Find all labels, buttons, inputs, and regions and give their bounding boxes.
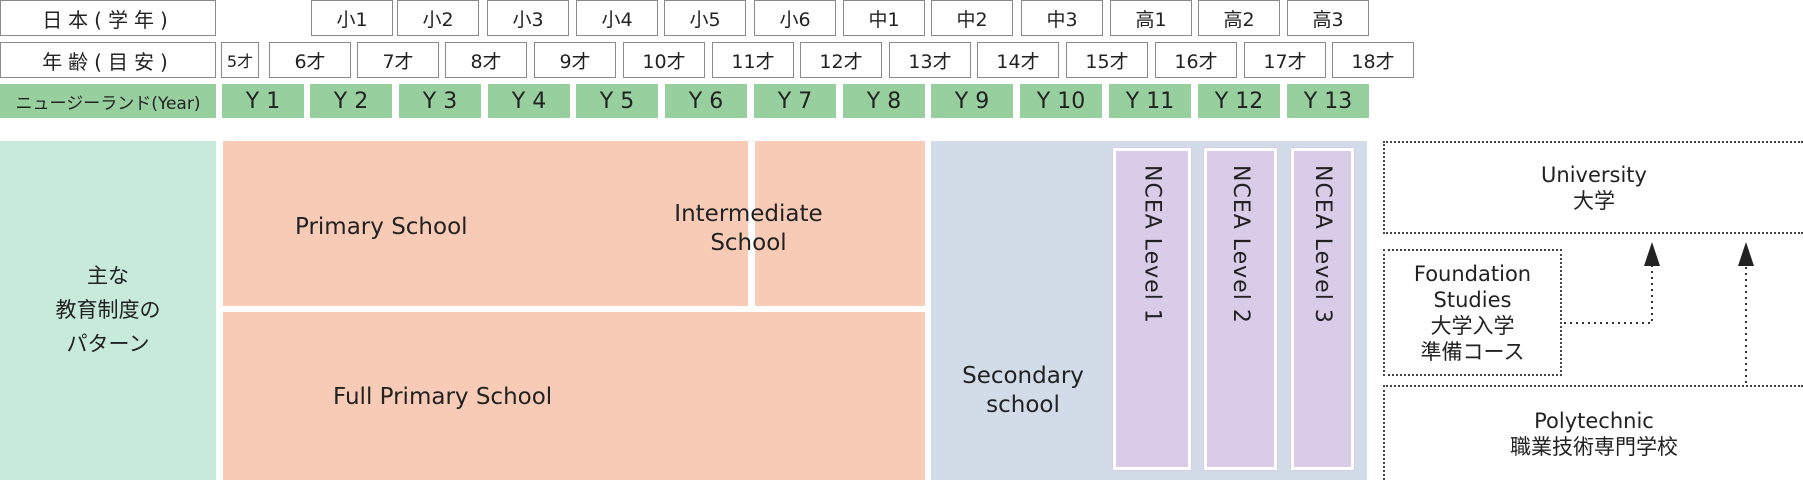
- pattern-label-block: 主な 教育制度の パターン: [0, 141, 216, 480]
- ncea-level-2-bar: NCEA Level 2: [1203, 147, 1278, 471]
- pattern-label-line-2: 教育制度の: [55, 298, 161, 322]
- intermediate-school-line-1: Intermediate: [674, 201, 823, 227]
- foundation-line-2: Studies: [1433, 287, 1512, 312]
- intermediate-school-line-2: School: [710, 230, 787, 256]
- primary-school-label: Primary School: [295, 214, 468, 240]
- ncea-level-3-bar: NCEA Level 3: [1290, 147, 1355, 471]
- age-cell: 18才: [1332, 42, 1414, 78]
- age-cell: 6才: [269, 42, 351, 78]
- university-line-1: University: [1541, 162, 1647, 187]
- grade-cell: 中2: [931, 0, 1013, 36]
- nz-year-cell: Y 5: [576, 84, 658, 118]
- grade-cell: 小5: [664, 0, 746, 36]
- grade-cell: 高1: [1110, 0, 1192, 36]
- intermediate-school-label: Intermediate School: [660, 200, 837, 258]
- grade-cell: 中3: [1021, 0, 1103, 36]
- intermediate-school-block: [755, 141, 925, 306]
- foundation-studies-box: Foundation Studies 大学入学 準備コース: [1383, 249, 1562, 376]
- nz-year-cell: Y 13: [1287, 84, 1369, 118]
- grade-cell: 小4: [576, 0, 658, 36]
- pattern-label-line-1: 主な: [87, 264, 129, 288]
- nz-year-cell: Y 4: [488, 84, 570, 118]
- secondary-school-line-2: school: [986, 392, 1060, 418]
- pattern-label-line-3: パターン: [66, 332, 150, 356]
- foundation-arrow-head-icon: [1644, 242, 1660, 266]
- nz-year-cell: Y 8: [843, 84, 925, 118]
- polytechnic-box: Polytechnic 職業技術専門学校: [1383, 385, 1803, 480]
- nz-year-cell: Y 3: [399, 84, 481, 118]
- polytechnic-arrow-head-icon: [1738, 242, 1754, 266]
- grade-cell: 小2: [397, 0, 479, 36]
- grade-cell: 高2: [1198, 0, 1280, 36]
- foundation-to-university-path: [1564, 260, 1653, 324]
- nz-year-row-label: ニュージーランド(Year): [0, 84, 216, 118]
- foundation-line-1: Foundation: [1413, 261, 1532, 286]
- age-cell: 11才: [712, 42, 794, 78]
- secondary-school-line-1: Secondary: [962, 363, 1084, 389]
- foundation-line-3: 大学入学: [1430, 313, 1515, 338]
- ncea-level-1-label: NCEA Level 1: [1139, 165, 1165, 324]
- grade-row-label: 日本(学年): [0, 0, 216, 36]
- age-cell: 5才: [221, 42, 259, 78]
- polytechnic-line-1: Polytechnic: [1534, 408, 1654, 433]
- university-line-2: 大学: [1573, 188, 1615, 213]
- grade-cell: 小6: [754, 0, 836, 36]
- age-cell: 17才: [1244, 42, 1326, 78]
- university-box: University 大学: [1383, 141, 1803, 234]
- primary-school-block: [223, 141, 748, 306]
- grade-cell: 高3: [1287, 0, 1369, 36]
- ncea-level-1-bar: NCEA Level 1: [1112, 147, 1192, 471]
- nz-year-cell: Y 7: [754, 84, 836, 118]
- ncea-level-3-label: NCEA Level 3: [1310, 165, 1335, 324]
- secondary-school-label: Secondary school: [955, 362, 1091, 420]
- age-row-label: 年齢(目安): [0, 42, 216, 78]
- nz-year-cell: Y 12: [1198, 84, 1280, 118]
- full-primary-school-block: [223, 312, 925, 480]
- age-cell: 7才: [357, 42, 439, 78]
- grade-cell: 中1: [843, 0, 925, 36]
- nz-year-cell: Y 1: [222, 84, 304, 118]
- age-cell: 15才: [1066, 42, 1148, 78]
- nz-year-cell: Y 11: [1109, 84, 1191, 118]
- age-cell: 8才: [445, 42, 527, 78]
- full-primary-school-label: Full Primary School: [333, 384, 553, 410]
- age-cell: 9才: [534, 42, 616, 78]
- grade-cell: 小3: [487, 0, 569, 36]
- nz-year-cell: Y 9: [931, 84, 1013, 118]
- polytechnic-line-2: 職業技術専門学校: [1510, 434, 1678, 459]
- nz-year-cell: Y 10: [1020, 84, 1102, 118]
- age-cell: 10才: [623, 42, 705, 78]
- nz-year-cell: Y 2: [310, 84, 392, 118]
- age-cell: 12才: [800, 42, 882, 78]
- age-cell: 16才: [1155, 42, 1237, 78]
- grade-cell: 小1: [311, 0, 393, 36]
- nz-year-cell: Y 6: [665, 84, 747, 118]
- ncea-level-2-label: NCEA Level 2: [1228, 165, 1253, 324]
- age-cell: 14才: [977, 42, 1059, 78]
- age-cell: 13才: [889, 42, 971, 78]
- foundation-line-4: 準備コース: [1420, 339, 1525, 364]
